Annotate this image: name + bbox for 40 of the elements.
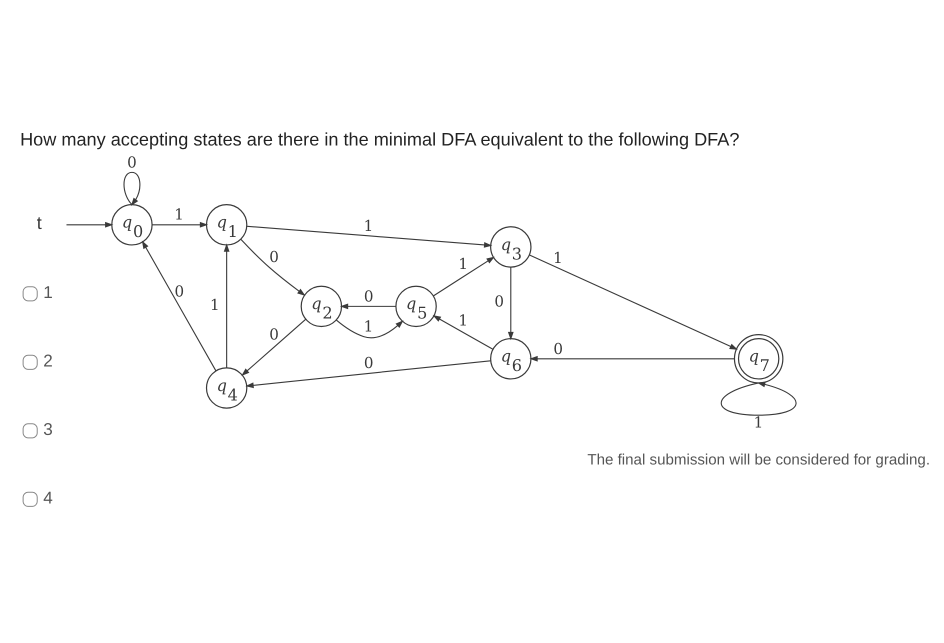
edge-label: 0	[494, 292, 504, 310]
arrow	[432, 314, 494, 350]
label: 3	[43, 419, 53, 438]
arrow	[508, 266, 514, 340]
edge-label: 1	[553, 248, 563, 267]
arrow	[224, 242, 230, 368]
arrow	[66, 221, 114, 228]
edge-label: 1	[364, 216, 374, 234]
label: 1	[43, 282, 53, 302]
edge-label: 0	[553, 339, 563, 358]
arrow	[336, 319, 404, 338]
label: The final submission will be considered for grading.	[587, 451, 930, 468]
label: 4	[43, 488, 53, 507]
edge-label: 1	[458, 311, 468, 330]
arrow	[720, 381, 796, 416]
edge-label: 1	[210, 295, 220, 314]
label: 2	[43, 350, 53, 370]
arrow	[247, 225, 492, 248]
edge-label: 0	[269, 325, 279, 344]
arrow	[241, 318, 306, 376]
edge-label: 0	[174, 282, 184, 300]
edge-label: 0	[127, 152, 137, 171]
diagram-title: How many accepting states are there in the minimal DFA equivalent to the following DFA?	[20, 129, 740, 150]
arrow	[123, 171, 140, 206]
edge-label: 1	[458, 254, 468, 273]
edge-label: 1	[754, 412, 764, 431]
arrow	[142, 240, 216, 370]
edge-label: 1	[364, 317, 374, 336]
arrow	[340, 302, 396, 309]
arrow	[152, 221, 208, 228]
edge-label: 1	[174, 205, 184, 224]
edge-label: 0	[269, 248, 279, 266]
arrow	[529, 355, 734, 362]
node-text: t	[36, 212, 42, 233]
arrow	[529, 254, 738, 350]
edge-label: 0	[364, 353, 374, 372]
edge-label: 0	[364, 286, 374, 305]
arrow	[245, 360, 491, 388]
arrow	[433, 256, 495, 296]
arrow	[240, 238, 306, 296]
